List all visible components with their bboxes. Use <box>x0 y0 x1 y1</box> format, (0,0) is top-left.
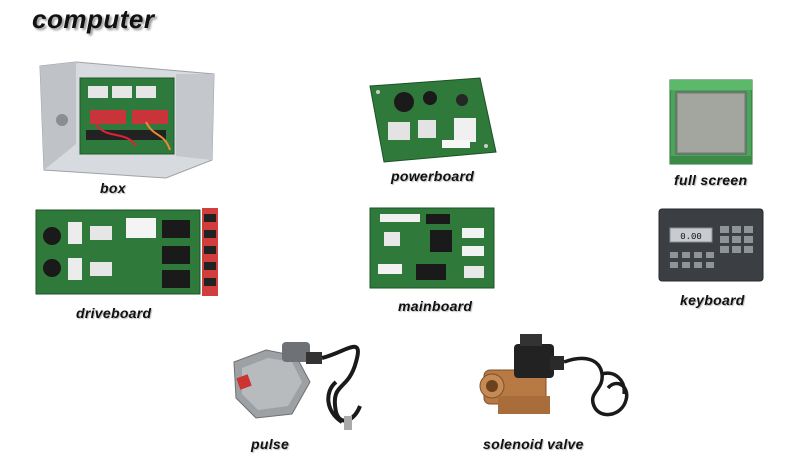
box-label: box <box>100 180 126 196</box>
keyboard-label: keyboard <box>680 292 745 308</box>
solenoid-valve-photo <box>476 330 636 426</box>
pulse-label: pulse <box>251 436 290 452</box>
powerboard-photo <box>368 76 498 164</box>
keypad-display-text: 0.00 <box>680 232 702 242</box>
keyboard-photo: 0.00 <box>658 208 764 282</box>
mainboard-photo <box>366 206 498 290</box>
full-screen-photo <box>666 78 756 166</box>
driveboard-photo <box>34 206 220 298</box>
powerboard-label: powerboard <box>391 168 475 184</box>
box-photo <box>36 60 218 180</box>
full-screen-label: full screen <box>674 172 748 188</box>
pulse-photo <box>226 322 374 432</box>
driveboard-label: driveboard <box>76 305 152 321</box>
page-title: computer <box>32 4 155 34</box>
mainboard-label: mainboard <box>398 298 473 314</box>
solenoid-valve-label: solenoid valve <box>483 436 584 452</box>
